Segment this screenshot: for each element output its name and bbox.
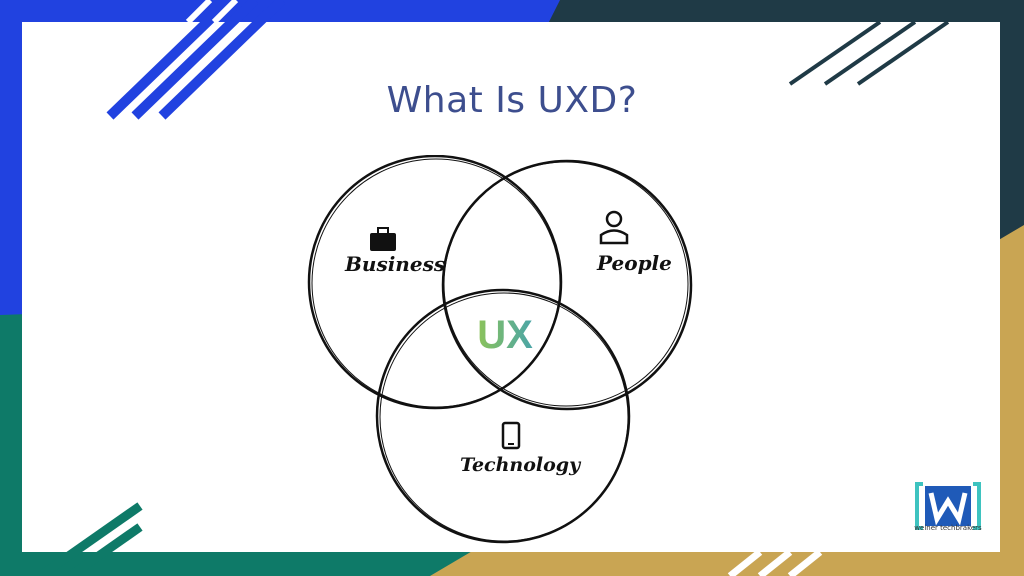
technology-circle-sketch: [379, 292, 629, 542]
people-label: People: [596, 251, 672, 275]
technology-label: Technology: [460, 454, 582, 476]
people-circle-sketch: [443, 161, 689, 407]
people-circle: [441, 159, 693, 411]
slide-card: [22, 22, 1000, 552]
briefcase-icon: [370, 227, 396, 251]
ux-label: UX: [477, 313, 533, 357]
page-title: What Is UXD?: [386, 80, 638, 121]
technology-circle: [375, 288, 631, 544]
venn-diagram: Business People UX Technology: [307, 155, 693, 544]
company-logo: [915, 482, 981, 530]
logo-caption: weiner techbrakers: [914, 524, 982, 532]
business-circle: [307, 155, 563, 410]
business-circle-sketch: [311, 158, 561, 408]
smartphone-icon: [501, 421, 521, 450]
business-label: Business: [344, 252, 445, 276]
person-icon: [599, 210, 629, 245]
